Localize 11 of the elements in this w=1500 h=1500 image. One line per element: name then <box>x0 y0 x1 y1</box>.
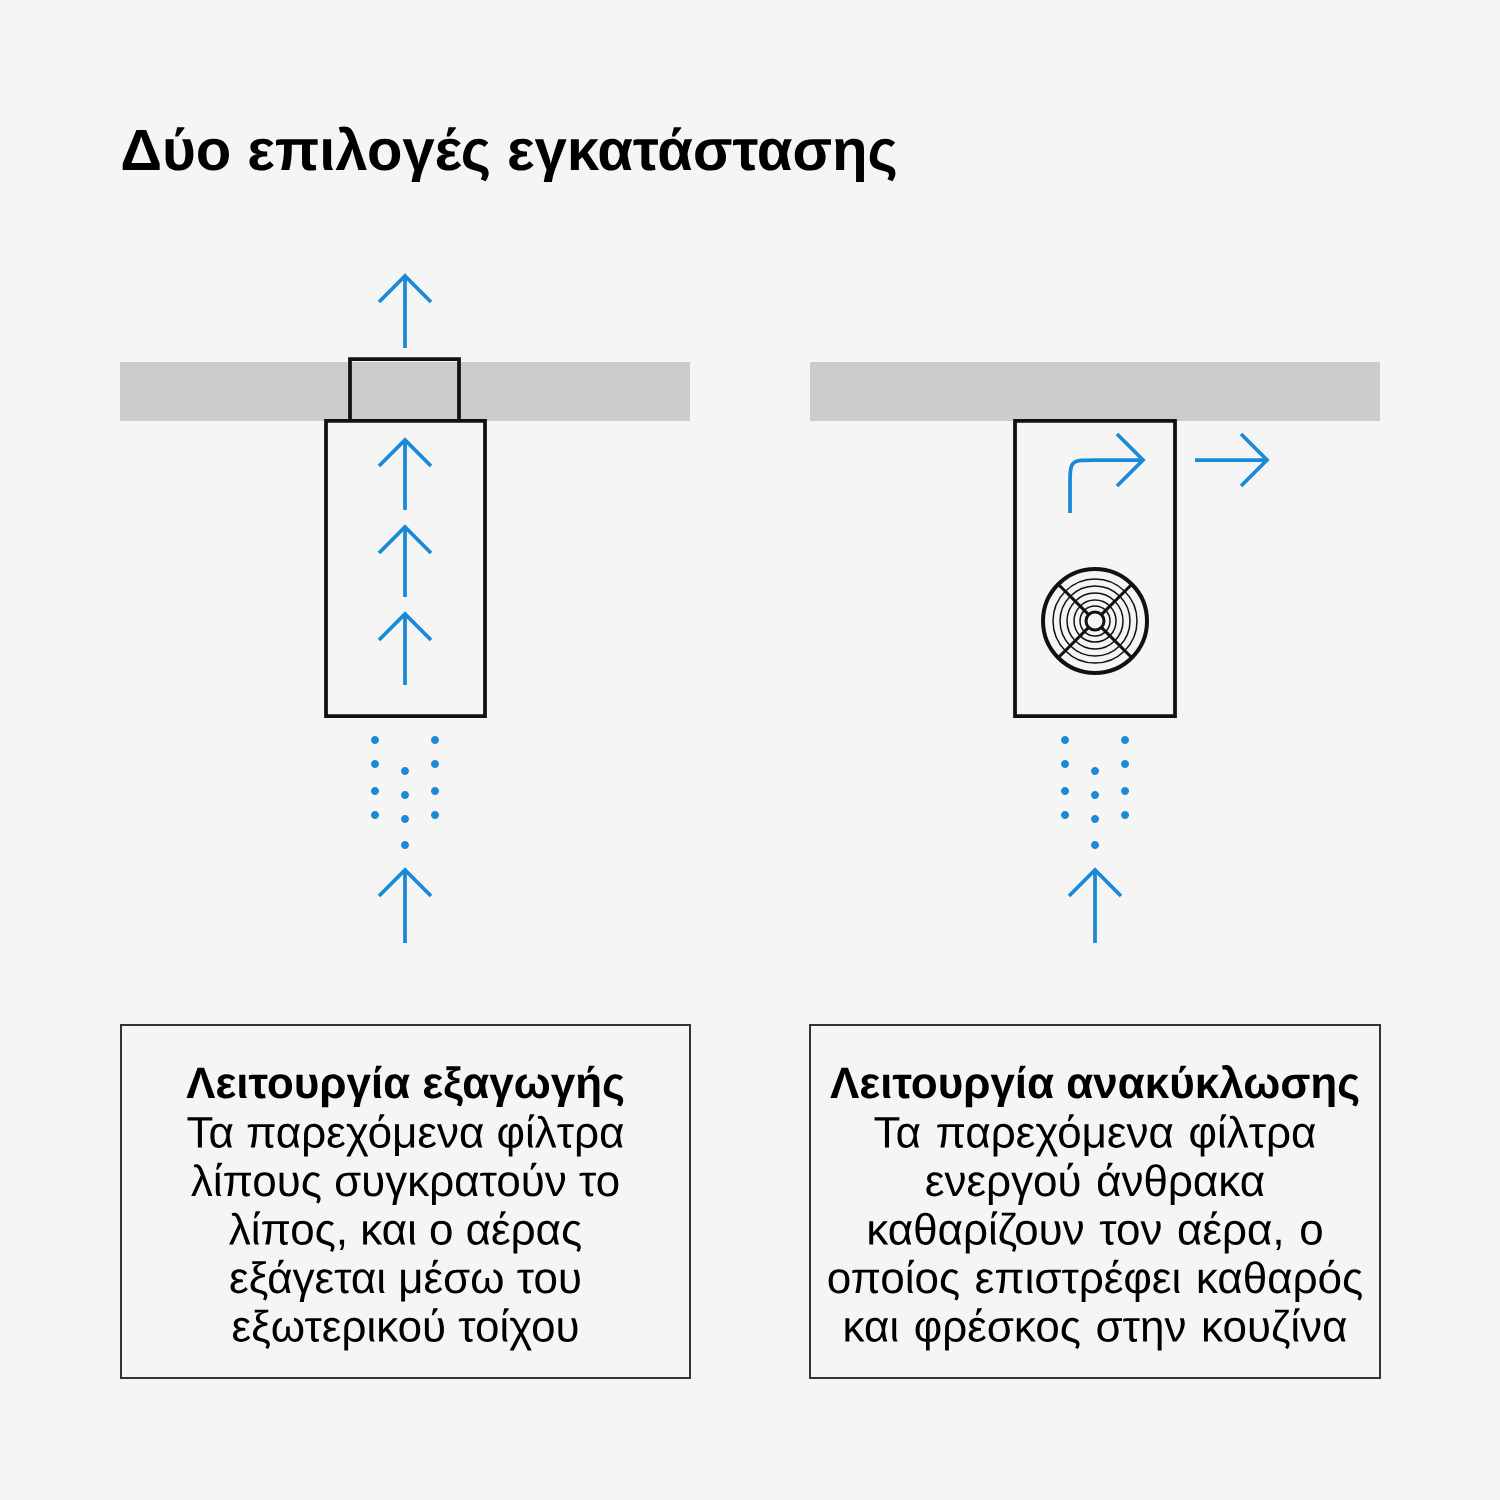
title: Δύο επιλογές εγκατάστασης <box>122 126 896 182</box>
box-text: Τα παρεχόμενα φίλτρα ενεργού άνθρακα καθαρίζουν τον αέρα, ο οποίος επιστρέφει καθαρός και φρέσκος στην κουζίνα <box>828 1114 1362 1351</box>
ceiling-slab <box>120 362 690 421</box>
range-hood <box>324 419 487 718</box>
box-text: Τα παρεχόμενα φίλτρα λίπους συγκρατούν το λίπος, και ο αέρας εξάγεται μέσω του εξωτερικού τοίχου <box>187 1114 624 1351</box>
ceiling-slab <box>810 362 1380 421</box>
range-hood <box>1013 419 1177 718</box>
box-heading: Λειτουργία εξαγωγής <box>186 1065 624 1108</box>
info-box <box>120 1024 691 1379</box>
info-box <box>809 1024 1381 1379</box>
box-heading: Λειτουργία ανακύκλωσης <box>830 1065 1359 1108</box>
